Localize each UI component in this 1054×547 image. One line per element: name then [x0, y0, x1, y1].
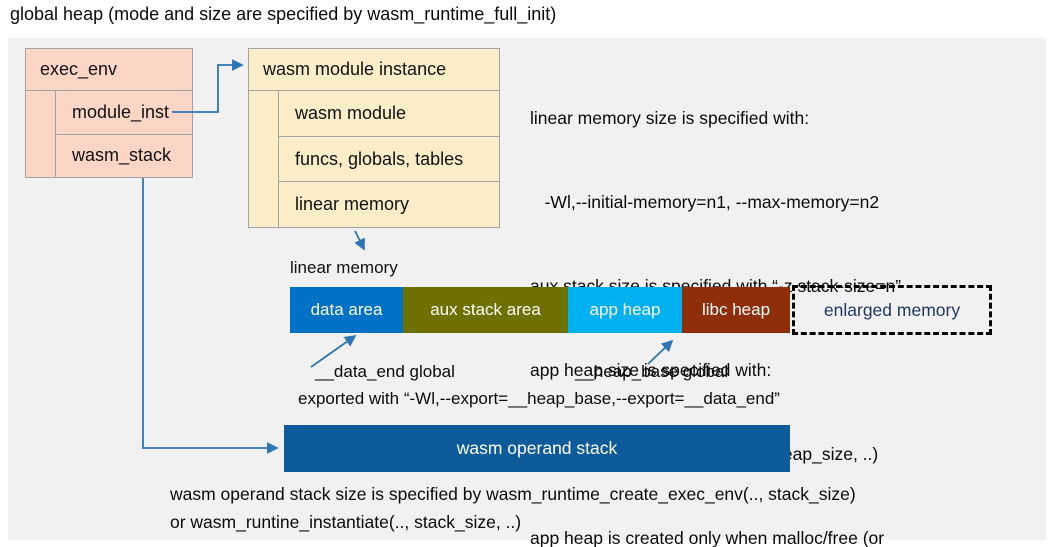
note-line: -Wl,--initial-memory=n1, --max-memory=n2 — [530, 192, 880, 212]
module-instance-row-funcs-globals-tables: funcs, globals, tables — [279, 137, 499, 183]
exec-env-indent — [26, 91, 56, 177]
note-line: app heap is created only when malloc/fre… — [530, 528, 885, 547]
operand-stack-note: wasm operand stack size is specified by … — [170, 484, 856, 532]
segment-data-area: data area — [290, 287, 403, 333]
linear-memory-label: linear memory — [290, 258, 398, 277]
segment-libc-heap: libc heap — [682, 287, 790, 333]
module-instance-header: wasm module instance — [249, 49, 499, 91]
data-end-global-label: __data_end global — [315, 362, 455, 381]
segment-enlarged-memory: enlarged memory — [792, 285, 992, 335]
exec-env-body: module_inst wasm_stack — [26, 91, 192, 177]
module-instance-indent — [249, 91, 279, 227]
exec-env-row-wasm-stack: wasm_stack — [72, 145, 172, 166]
segment-app-heap: app heap — [568, 287, 682, 333]
linear-memory-bar: data area aux stack area app heap libc h… — [290, 287, 790, 333]
module-instance-row-wasm-module: wasm module — [279, 91, 499, 137]
diagram-title: global heap (mode and size are specified… — [10, 4, 557, 24]
wasm-operand-stack-bar: wasm operand stack — [284, 425, 790, 472]
segment-aux-stack-area: aux stack area — [403, 287, 568, 333]
note-line: linear memory size is specified with: — [530, 108, 810, 128]
exec-env-row-module-inst: module_inst — [56, 91, 192, 135]
note-line: app heap size is specified with: — [530, 360, 772, 380]
export-flags-label: exported with “-Wl,--export=__heap_base,… — [298, 389, 780, 408]
module-instance-box: wasm module instance wasm module funcs, … — [248, 48, 500, 228]
exec-env-header: exec_env — [26, 49, 192, 91]
exec-env-box: exec_env module_inst wasm_stack — [25, 48, 193, 178]
heap-base-global-label: __heap_base global — [575, 362, 729, 381]
module-instance-row-linear-memory: linear memory — [295, 194, 410, 215]
module-instance-body: wasm module funcs, globals, tables linea… — [249, 91, 499, 227]
